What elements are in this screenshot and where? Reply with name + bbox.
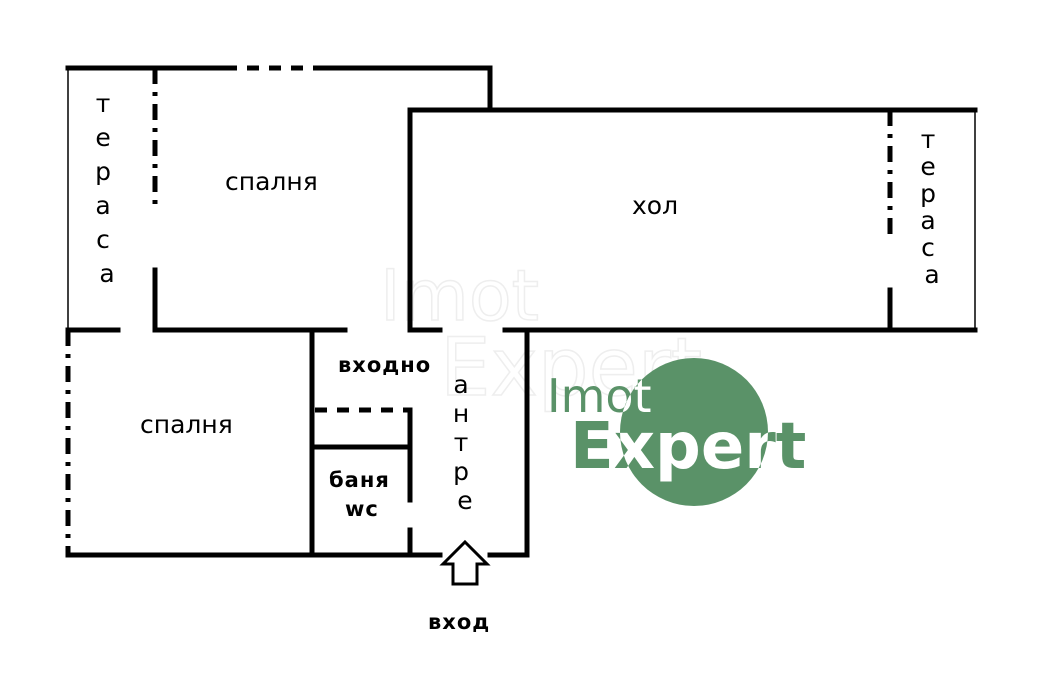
antre-char: а <box>453 370 468 399</box>
label-terrace-right: т е р а с а <box>920 125 944 289</box>
watermark-imot: Imot <box>380 255 539 337</box>
terrace-right-char: а <box>920 206 935 235</box>
room-labels: т е р а с а спалня хол т е р а с а спалн… <box>95 89 944 634</box>
label-terrace-left: т е р а с а <box>95 89 119 288</box>
label-living: хол <box>632 191 678 220</box>
terrace-right-char: р <box>920 179 936 208</box>
terrace-left-char: т <box>96 89 111 118</box>
label-entry: вход <box>428 610 490 634</box>
label-entrance-hall: входно <box>338 353 431 377</box>
terrace-right-char: а <box>924 260 939 289</box>
terrace-right-char: с <box>921 233 935 262</box>
terrace-right-char: т <box>921 125 936 154</box>
label-bath: баня <box>329 468 390 492</box>
terrace-left-char: р <box>95 157 111 186</box>
logo-circle <box>620 358 768 506</box>
terrace-left-char: а <box>99 259 114 288</box>
antre-char: н <box>453 399 469 428</box>
antre-char: е <box>457 486 472 515</box>
terrace-left-char: с <box>96 225 110 254</box>
logo-text-imot: Imot <box>547 369 652 423</box>
logo-text-expert: Expert <box>570 410 806 484</box>
antre-char: т <box>454 428 469 457</box>
antre-char: р <box>453 457 469 486</box>
label-wc: wc <box>345 497 379 521</box>
entry-arrow-icon <box>439 539 491 586</box>
terrace-right-char: е <box>920 152 935 181</box>
terrace-left-char: е <box>95 123 110 152</box>
terrace-left-char: а <box>95 191 110 220</box>
label-antre: а н т р е <box>453 370 477 515</box>
label-bedroom-bottom: спалня <box>140 410 233 439</box>
label-bedroom-top: спалня <box>225 167 318 196</box>
walls <box>65 65 978 586</box>
logo-text-expert-overlay: Expert <box>570 410 806 484</box>
